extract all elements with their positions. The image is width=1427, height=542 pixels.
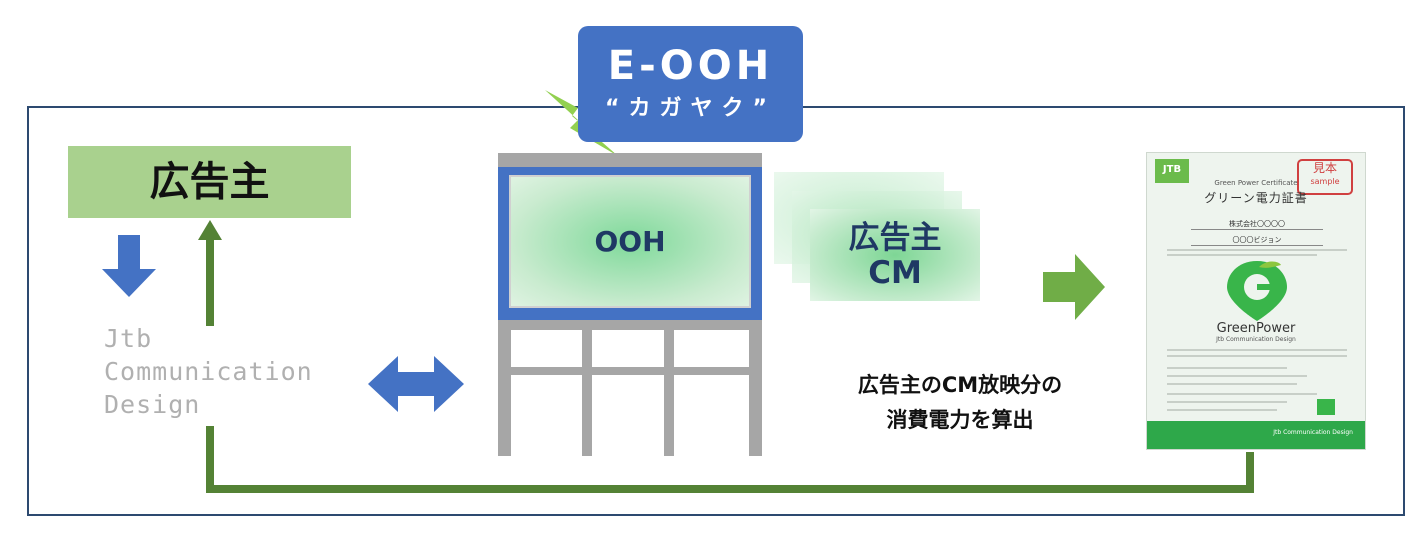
green-power-logo-icon: [1227, 261, 1287, 321]
certificate-footer: Jtb Communication Design: [1147, 421, 1365, 449]
green-power-certificate: JTB 見本 sample Green Power Certificate グリ…: [1146, 152, 1366, 450]
fine-print: [1167, 393, 1317, 395]
e-ooh-badge: E-OOH “カガヤク”: [578, 26, 803, 142]
fine-print: [1167, 367, 1287, 369]
cm-card-line1: 広告主: [848, 220, 942, 256]
cm-card-front: 広告主 CM: [810, 209, 980, 301]
lightning-icon: [545, 90, 618, 156]
building-roof: [498, 153, 762, 167]
building-lower: [498, 320, 762, 456]
certificate-title-en: Green Power Certificate: [1214, 179, 1298, 187]
badge-subtitle: “カガヤク”: [605, 96, 776, 121]
fine-print: [1167, 383, 1297, 385]
advertiser-box: 広告主: [68, 146, 351, 218]
certificate-vision: 〇〇〇ビジョン: [1191, 235, 1323, 246]
ooh-screen: OOH: [509, 175, 751, 308]
fine-print: [1167, 409, 1277, 411]
power-caption: 広告主のCM放映分の 消費電力を算出: [820, 368, 1100, 438]
fine-print: [1167, 355, 1347, 357]
building-window: [674, 330, 749, 367]
fine-print: [1167, 249, 1347, 251]
caption-line1: 広告主のCM放映分の: [857, 373, 1063, 397]
cm-card-line2: CM: [868, 255, 922, 291]
stamp-sub: sample: [1310, 177, 1340, 186]
company-line2: Communication: [104, 357, 313, 386]
caption-line2: 消費電力を算出: [886, 408, 1034, 432]
fine-print: [1167, 349, 1347, 351]
badge-title: E-OOH: [607, 43, 774, 89]
stamp-main: 見本: [1312, 161, 1337, 175]
company-line3: Design: [104, 390, 201, 419]
sample-stamp: 見本 sample: [1297, 159, 1353, 195]
fine-print: [1167, 401, 1287, 403]
small-logo-icon: [1317, 399, 1335, 415]
jtb-company-label: Jtb Communication Design: [104, 322, 313, 421]
building-window: [511, 375, 582, 456]
footer-company: Jtb Communication Design: [1273, 429, 1353, 436]
jtb-logo: JTB: [1155, 159, 1189, 183]
fine-print: [1167, 254, 1317, 256]
green-power-brand-sub: Jtb Communication Design: [1216, 336, 1296, 343]
fine-print: [1167, 375, 1307, 377]
certificate-title: グリーン電力証書: [1204, 191, 1308, 205]
building-window: [511, 330, 582, 367]
building-window: [674, 375, 749, 456]
building-window: [592, 330, 664, 367]
certificate-company: 株式会社〇〇〇〇: [1191, 219, 1323, 230]
building-window: [592, 375, 664, 456]
double-arrow-icon: [368, 356, 464, 412]
right-arrow-icon: [1043, 254, 1105, 320]
down-arrow-icon: [102, 235, 156, 297]
green-power-brand: GreenPower: [1216, 321, 1296, 336]
company-line1: Jtb: [104, 324, 153, 353]
